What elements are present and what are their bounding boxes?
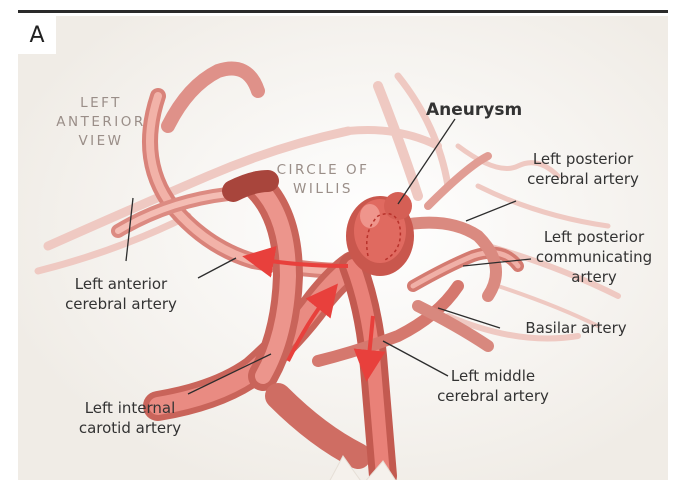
label-line: carotid artery <box>78 419 182 437</box>
flow-arrows <box>242 245 386 382</box>
label-line: Left middle <box>450 367 536 385</box>
label-line: Left anterior <box>74 275 168 293</box>
label-line: cerebral artery <box>437 387 549 405</box>
posterior-vessels <box>392 152 502 352</box>
label-line: cerebral artery <box>527 170 639 188</box>
region-label-line-2: WILLIS <box>293 181 353 197</box>
left-anterior-cerebral-artery-label: Left anterior cerebral artery <box>46 274 196 314</box>
label-line: artery <box>571 268 617 286</box>
basilar-artery-label: Basilar artery <box>525 319 627 337</box>
background <box>18 16 668 484</box>
left-posterior-communicating-artery-label: Left posterior communicating artery <box>523 227 665 287</box>
region-label-line-1: CIRCLE OF <box>276 162 370 178</box>
view-label-line-3: VIEW <box>78 133 124 149</box>
label-line: communicating <box>535 248 653 266</box>
lower-vessel-cut <box>327 455 399 484</box>
region-label: CIRCLE OF WILLIS <box>263 161 383 199</box>
label-line: Left posterior <box>532 150 634 168</box>
label-line: cerebral artery <box>65 295 177 313</box>
aneurysm-sac <box>346 192 414 276</box>
left-middle-cerebral-artery-label: Left middle cerebral artery <box>418 366 568 406</box>
illustration-panel: A LEFT ANTERIOR VIEW CIRCLE OF WILLIS An… <box>18 16 668 484</box>
label-line: Left internal <box>84 399 176 417</box>
aneurysm-label: Aneurysm <box>426 100 523 120</box>
view-label-line-2: ANTERIOR <box>56 114 146 130</box>
view-label-line-1: LEFT <box>80 95 122 111</box>
artery-illustration <box>18 16 668 484</box>
left-internal-carotid-artery-label: Left internal carotid artery <box>60 398 200 438</box>
bottom-strip <box>18 480 668 487</box>
left-posterior-cerebral-artery-label: Left posterior cerebral artery <box>508 149 658 189</box>
top-rule <box>18 10 668 13</box>
panel-letter: A <box>18 16 56 54</box>
label-line: Left posterior <box>543 228 645 246</box>
view-label: LEFT ANTERIOR VIEW <box>46 94 156 151</box>
pointer-lines <box>125 118 532 395</box>
